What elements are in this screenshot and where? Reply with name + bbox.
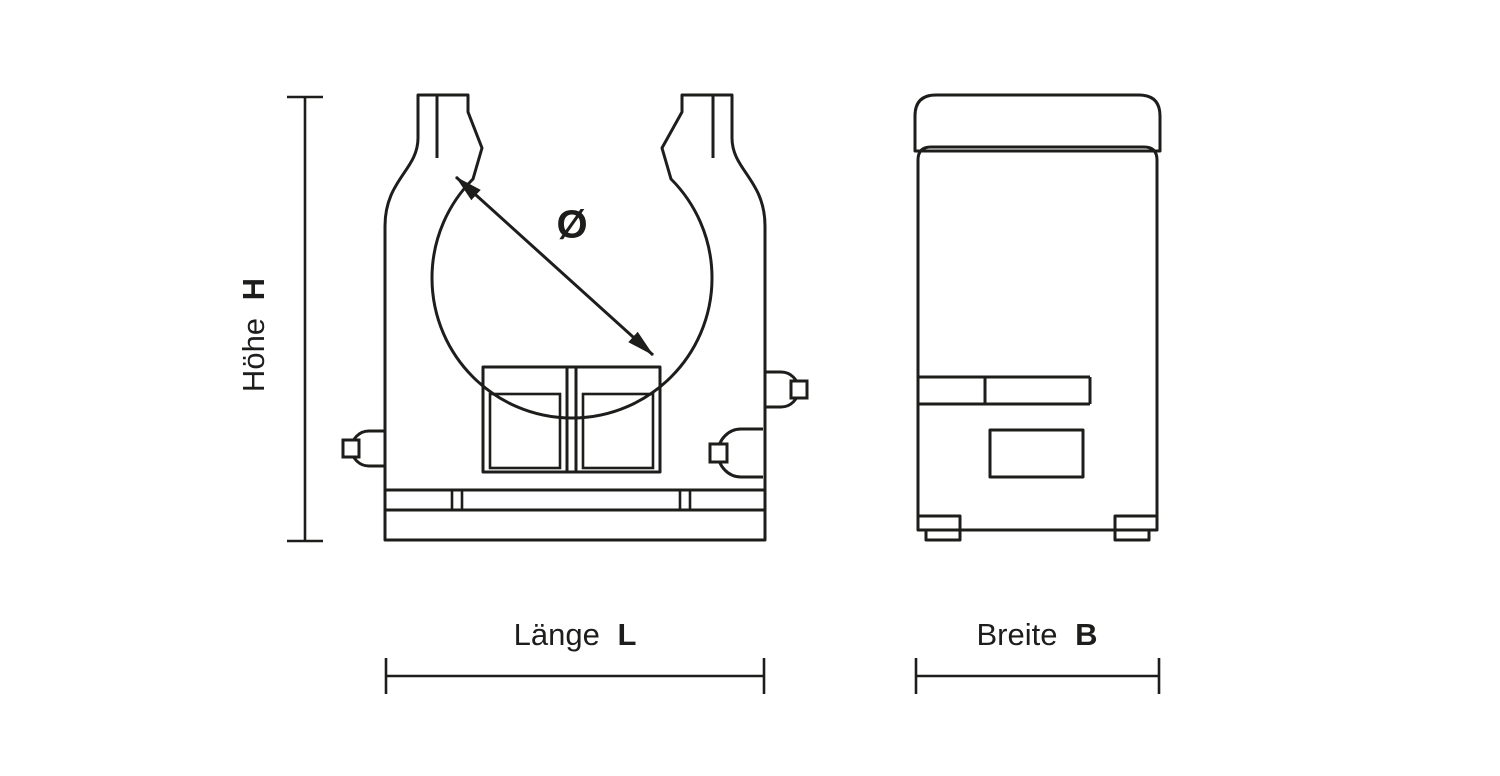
right-inner-hook-notch — [708, 442, 729, 464]
side-foot-step-right — [1113, 514, 1157, 530]
base-slot-left — [450, 490, 464, 510]
height-label-symbol: H — [236, 278, 271, 300]
length-label-word: Länge — [514, 617, 600, 652]
side-rib-band — [918, 375, 1092, 406]
pedestal-block — [481, 365, 662, 474]
length-label: Länge L — [514, 617, 637, 652]
height-label: Höhe H — [236, 278, 271, 392]
pedestal-centre-ribs — [565, 367, 578, 472]
width-label-symbol: B — [1075, 617, 1097, 652]
side-view — [913, 93, 1162, 542]
diameter-symbol-label: Ø — [556, 203, 587, 247]
right-snap-tab-notch — [789, 379, 809, 400]
base-slot-right — [678, 490, 692, 510]
side-foot-left — [924, 530, 962, 542]
front-view: Ø — [341, 93, 809, 542]
side-foot-right — [1113, 530, 1151, 542]
diameter-arrow — [454, 175, 655, 357]
width-label-word: Breite — [977, 617, 1058, 652]
side-window — [988, 428, 1085, 479]
length-label-symbol: L — [617, 617, 636, 652]
diameter-annotation: Ø — [454, 175, 655, 357]
side-foot-step-left — [918, 514, 962, 530]
side-body-outline — [916, 145, 1159, 532]
height-dimension: Höhe H — [236, 95, 323, 543]
pedestal-window-right — [581, 392, 655, 470]
height-label-word: Höhe — [236, 318, 271, 392]
pedestal-window-left — [488, 392, 562, 470]
width-label: Breite B — [977, 617, 1098, 652]
width-dimension: Breite B — [914, 617, 1161, 694]
side-top-cap — [913, 93, 1162, 153]
length-dimension: Länge L — [384, 617, 766, 694]
left-snap-tab-notch — [341, 438, 361, 459]
clamp-body-outline — [383, 93, 767, 542]
